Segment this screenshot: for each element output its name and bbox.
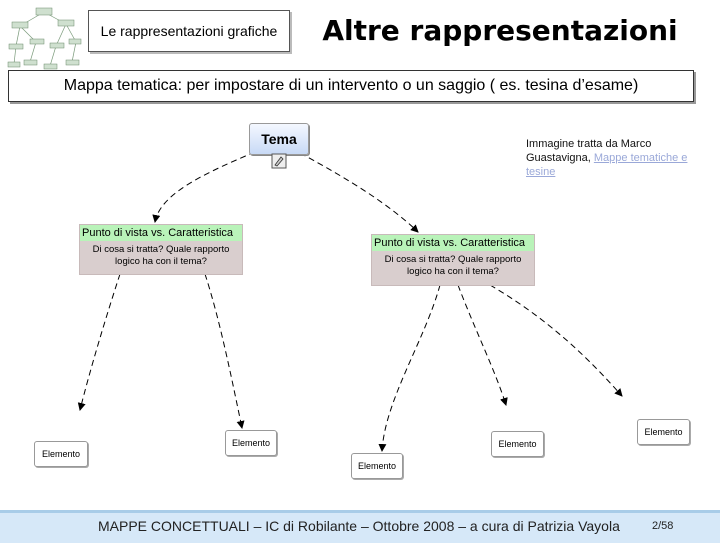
- connector-concept2-element5: [490, 285, 622, 396]
- concept-node-1-title: Punto di vista vs. Caratteristica: [80, 225, 242, 241]
- element-node-1[interactable]: Elemento: [34, 441, 88, 467]
- theme-node[interactable]: Tema: [249, 123, 309, 155]
- page-number: 2/58: [652, 520, 673, 532]
- connector-concept2-element4: [458, 285, 506, 405]
- concept-node-2-question-line1: Di cosa si tratta? Quale rapporto: [372, 254, 534, 266]
- concept-node-1-question-line2: logico ha con il tema?: [80, 256, 242, 268]
- concept-node-1[interactable]: Punto di vista vs. Caratteristica Di cos…: [79, 224, 243, 275]
- footer-credit: MAPPE CONCETTUALI – IC di Robilante – Ot…: [98, 518, 620, 534]
- element-node-3[interactable]: Elemento: [351, 453, 403, 479]
- connector-theme-concept2: [300, 153, 418, 232]
- connector-theme-concept1: [155, 152, 255, 222]
- connector-concept1-element1: [80, 274, 120, 410]
- element-node-2[interactable]: Elemento: [225, 430, 277, 456]
- edit-icon: [271, 153, 287, 169]
- concept-node-1-question-line1: Di cosa si tratta? Quale rapporto: [80, 244, 242, 256]
- element-node-4[interactable]: Elemento: [491, 431, 544, 457]
- connector-concept2-element3: [382, 285, 440, 451]
- concept-node-2-title: Punto di vista vs. Caratteristica: [372, 235, 534, 251]
- concept-node-2-question: Di cosa si tratta? Quale rapporto logico…: [372, 251, 534, 278]
- element-node-5[interactable]: Elemento: [637, 419, 690, 445]
- concept-node-1-question: Di cosa si tratta? Quale rapporto logico…: [80, 241, 242, 268]
- concept-node-2[interactable]: Punto di vista vs. Caratteristica Di cos…: [371, 234, 535, 286]
- theme-label: Tema: [261, 131, 297, 147]
- concept-node-2-question-line2: logico ha con il tema?: [372, 266, 534, 278]
- connector-concept1-element2: [205, 274, 242, 428]
